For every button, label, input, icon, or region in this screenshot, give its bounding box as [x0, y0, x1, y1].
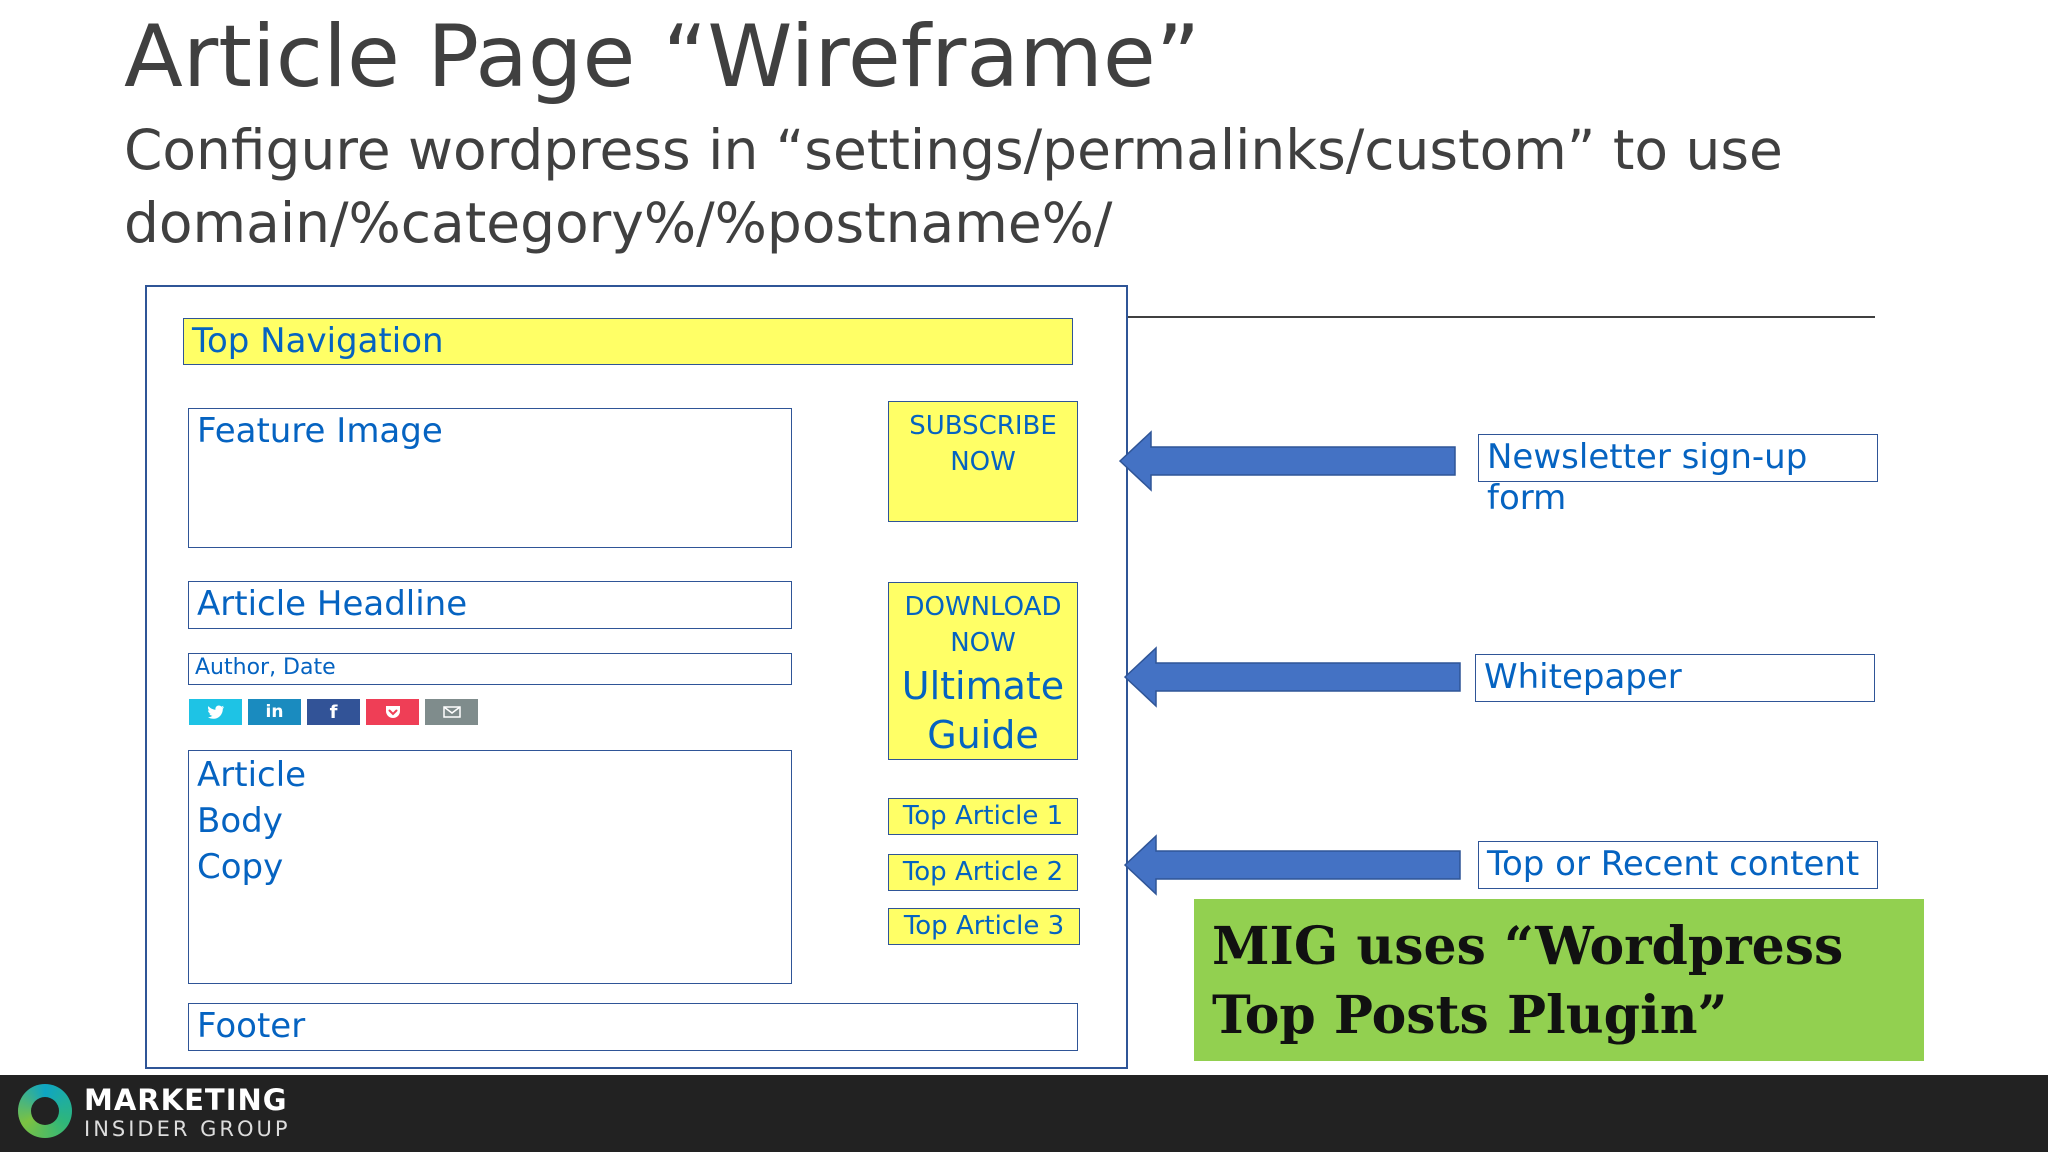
brand-logo-center: [31, 1097, 59, 1125]
article-headline-box: Article Headline: [188, 581, 792, 629]
article-body-box: Article Body Copy: [188, 750, 792, 984]
brand-tagline: INSIDER GROUP: [84, 1117, 291, 1141]
top-content-arrow: [1123, 834, 1461, 896]
download-line: DOWNLOAD: [904, 592, 1062, 622]
slide-title: Article Page “Wireframe”: [124, 7, 1201, 107]
linkedin-icon[interactable]: in: [248, 699, 301, 725]
divider-line: [1128, 316, 1875, 318]
whitepaper-callout: Whitepaper: [1475, 654, 1875, 702]
top-article-1[interactable]: Top Article 1: [888, 798, 1078, 835]
author-date-box: Author, Date: [188, 653, 792, 685]
slide-subtitle: Configure wordpress in “settings/permali…: [124, 118, 1783, 256]
guide-line: Guide: [927, 713, 1039, 758]
email-icon[interactable]: [425, 699, 478, 725]
guide-line: Ultimate: [901, 663, 1065, 708]
feature-image-box: Feature Image: [188, 408, 792, 548]
article-body-line: Copy: [197, 846, 284, 887]
twitter-icon[interactable]: [189, 699, 242, 725]
facebook-icon[interactable]: f: [307, 699, 360, 725]
plugin-note: MIG uses “Wordpress Top Posts Plugin”: [1194, 899, 1924, 1061]
top-article-3[interactable]: Top Article 3: [888, 908, 1080, 945]
footer-box: Footer: [188, 1003, 1078, 1051]
newsletter-arrow: [1118, 430, 1456, 492]
newsletter-callout: Newsletter sign-up form: [1478, 434, 1878, 518]
top-navigation-box: Top Navigation: [183, 318, 1073, 365]
download-line: NOW: [950, 628, 1016, 659]
subscribe-line: NOW: [950, 447, 1016, 478]
brand-name: MARKETING: [84, 1083, 288, 1117]
subscribe-now-box[interactable]: SUBSCRIBE NOW: [888, 401, 1078, 522]
download-now-box[interactable]: DOWNLOAD NOW Ultimate Guide: [888, 582, 1078, 760]
article-body-line: Body: [197, 800, 283, 841]
top-content-callout: Top or Recent content: [1478, 841, 1878, 889]
subscribe-line: SUBSCRIBE: [909, 411, 1057, 441]
top-article-2[interactable]: Top Article 2: [888, 854, 1078, 891]
pocket-icon[interactable]: [366, 699, 419, 725]
article-body-line: Article: [197, 755, 307, 795]
whitepaper-arrow: [1123, 646, 1461, 708]
brand-footer-bar: [0, 1075, 2048, 1152]
